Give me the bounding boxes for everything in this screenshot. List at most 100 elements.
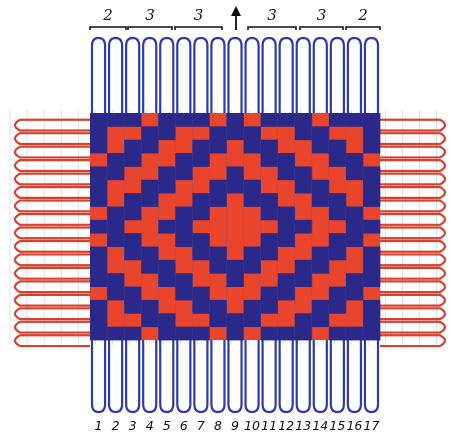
weft-loop-left (13, 145, 90, 159)
pattern-cell (345, 233, 364, 247)
warp-threads-bottom (90, 340, 380, 414)
weft-loop-left (13, 239, 90, 253)
pattern-cell (175, 206, 193, 221)
pattern-cell (328, 326, 347, 341)
pattern-cell (277, 286, 296, 301)
weft-loop-right (380, 320, 447, 334)
pattern-cell (260, 206, 279, 221)
weft-loop-left (13, 334, 90, 348)
pattern-cell (243, 259, 261, 274)
column-number: 9 (231, 418, 239, 433)
group-label: 2 (102, 6, 113, 24)
pattern-cell (124, 286, 142, 301)
warp-loop-bottom (193, 340, 209, 414)
pattern-cell (328, 299, 347, 314)
pattern-cell (311, 126, 330, 141)
pattern-cell (90, 273, 108, 287)
group-bracket (174, 26, 223, 30)
warp-loop-top (176, 36, 192, 113)
group-bracket (345, 26, 381, 30)
pattern-cell (141, 193, 159, 207)
pattern-cell (260, 326, 279, 341)
pattern-cell (107, 286, 125, 301)
pattern-cell (158, 313, 176, 328)
pattern-cell (175, 166, 193, 181)
pattern-cell (362, 273, 381, 287)
weft-threads-right (380, 118, 447, 348)
pattern-cell (107, 166, 125, 181)
warp-loop-bottom (107, 340, 124, 414)
pattern-cell (294, 179, 313, 194)
column-number: 7 (197, 418, 205, 433)
pattern-cell (209, 299, 227, 314)
pattern-cell (328, 193, 347, 207)
pattern-cell (260, 299, 279, 314)
warp-loop-bottom (278, 340, 294, 414)
pattern-cell (124, 326, 142, 341)
column-number: 4 (146, 418, 154, 433)
pattern-cell (345, 166, 364, 181)
pattern-cell (362, 219, 381, 234)
pattern-cell (328, 206, 347, 221)
pattern-cell (226, 326, 244, 341)
pattern-cell (294, 326, 313, 341)
pattern-cell (209, 126, 227, 141)
pattern-cell (175, 273, 193, 287)
group-label: 3 (194, 6, 204, 24)
weft-loop-left (13, 320, 90, 334)
pattern-cell (175, 153, 193, 167)
warp-loop-top (107, 36, 124, 113)
weft-loop-left (13, 172, 90, 186)
pattern-cell (226, 179, 244, 194)
pattern-cell (124, 206, 142, 221)
pattern-cell (243, 126, 261, 141)
column-number: 11 (261, 418, 277, 433)
pattern-cell (107, 206, 125, 221)
pattern-cell (141, 313, 159, 328)
pattern-cell (192, 246, 210, 261)
pattern-cell (141, 259, 159, 274)
pattern-cell (124, 246, 142, 261)
warp-loop-bottom (227, 340, 243, 414)
pattern-cell (192, 326, 210, 341)
warp-loop-top (227, 36, 243, 113)
weft-loop-right (380, 239, 447, 253)
woven-diamond-pattern (89, 113, 381, 341)
weft-loop-right (380, 185, 447, 199)
warp-loop-bottom (261, 340, 277, 414)
group-bracket (247, 26, 297, 30)
pattern-cell (294, 219, 313, 234)
group-bracket (299, 26, 344, 30)
pattern-cell (124, 153, 142, 167)
column-number: 15 (329, 418, 345, 433)
pattern-cell (277, 153, 296, 167)
group-bracket (127, 26, 173, 30)
weft-threads-left (13, 118, 90, 348)
warp-loop-bottom (295, 340, 311, 414)
weft-loop-left (13, 280, 90, 294)
pattern-cell (90, 113, 108, 127)
pattern-cell (328, 246, 347, 261)
pattern-cell (243, 313, 261, 328)
column-number: 1 (95, 418, 103, 433)
warp-loop-bottom (244, 340, 260, 414)
weft-loop-left (13, 253, 90, 267)
pattern-cell (141, 126, 159, 141)
pattern-cell (124, 139, 142, 154)
pattern-cell (345, 326, 364, 341)
weft-loop-left (13, 293, 90, 307)
pattern-cell (311, 246, 330, 261)
pattern-cell (107, 233, 125, 247)
column-number: 10 (244, 418, 260, 433)
pattern-cell (345, 273, 364, 287)
pattern-cell (260, 193, 279, 207)
warp-loop-top (90, 36, 107, 113)
weft-loop-left (13, 132, 90, 146)
weft-loop-right (380, 226, 447, 240)
pattern-cell (362, 166, 381, 181)
pattern-cell (294, 126, 313, 141)
weft-loop-right (380, 145, 447, 159)
pattern-cell (277, 219, 296, 234)
